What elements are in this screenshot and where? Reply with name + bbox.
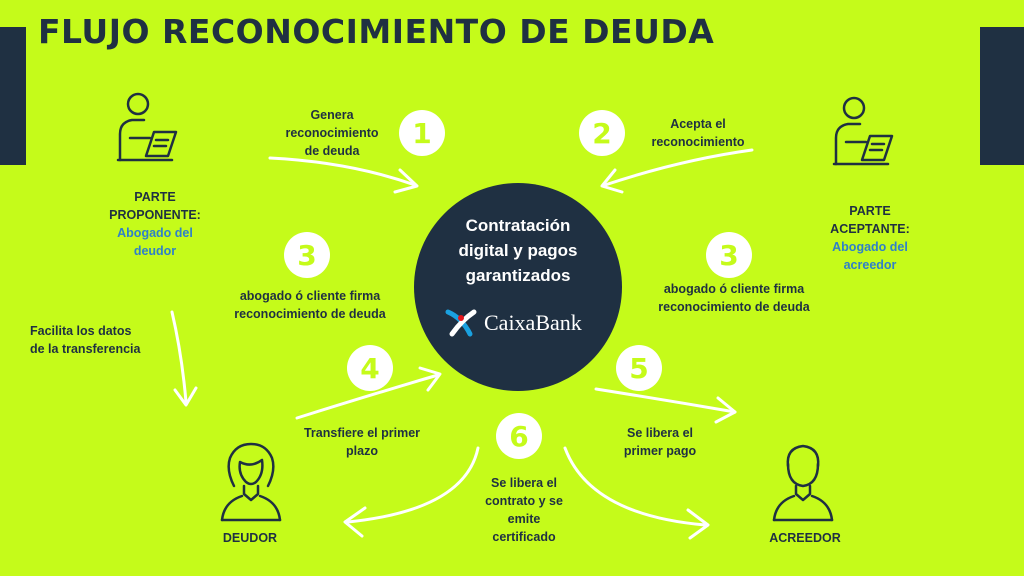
caixabank-star-icon: [445, 309, 477, 337]
woman-deudor-icon: [220, 442, 282, 522]
arrow-step-2-head: [600, 168, 624, 194]
arrow-step-1: [268, 156, 417, 187]
step-4-number: 4: [347, 345, 393, 391]
step-3-left-number: 3: [284, 232, 330, 278]
page-title: FLUJO RECONOCIMIENTO DE DEUDA: [38, 12, 715, 51]
arrow-step-2: [603, 148, 754, 187]
step-5-number: 5: [616, 345, 662, 391]
arrow-step-1-head: [393, 168, 419, 194]
caixabank-logo: CaixaBank: [444, 308, 604, 338]
step-2-number: 2: [579, 110, 625, 156]
arrow-side-note-head: [173, 386, 198, 407]
role-deudor: DEUDOR: [222, 531, 278, 545]
step-3-right-number: 3: [706, 232, 752, 278]
step-6-number: 6: [496, 413, 542, 459]
center-contract-circle: Contratación digital y pagos garantizado…: [414, 183, 622, 391]
lawyer-proponente-icon: [116, 92, 178, 162]
right-edge-bar: [980, 27, 1024, 165]
left-edge-bar: [0, 27, 26, 165]
arrow-step-5: [594, 387, 737, 414]
arrow-step-6-left: [346, 446, 480, 524]
role-acreedor: ACREEDOR: [769, 531, 841, 545]
step-1-number: 1: [399, 110, 445, 156]
man-acreedor-icon: [772, 444, 834, 522]
center-text: Contratación digital y pagos garantizado…: [458, 216, 578, 285]
lawyer-aceptante-icon: [832, 96, 894, 166]
arrow-side-note: [170, 310, 188, 404]
arrow-step-6-left-head: [343, 506, 367, 538]
arrow-step-5-head: [714, 396, 737, 424]
arrow-step-4-head: [418, 366, 442, 392]
arrow-step-6-right-head: [686, 508, 710, 540]
arrow-step-4: [295, 373, 440, 420]
arrow-step-6-right: [563, 446, 707, 527]
